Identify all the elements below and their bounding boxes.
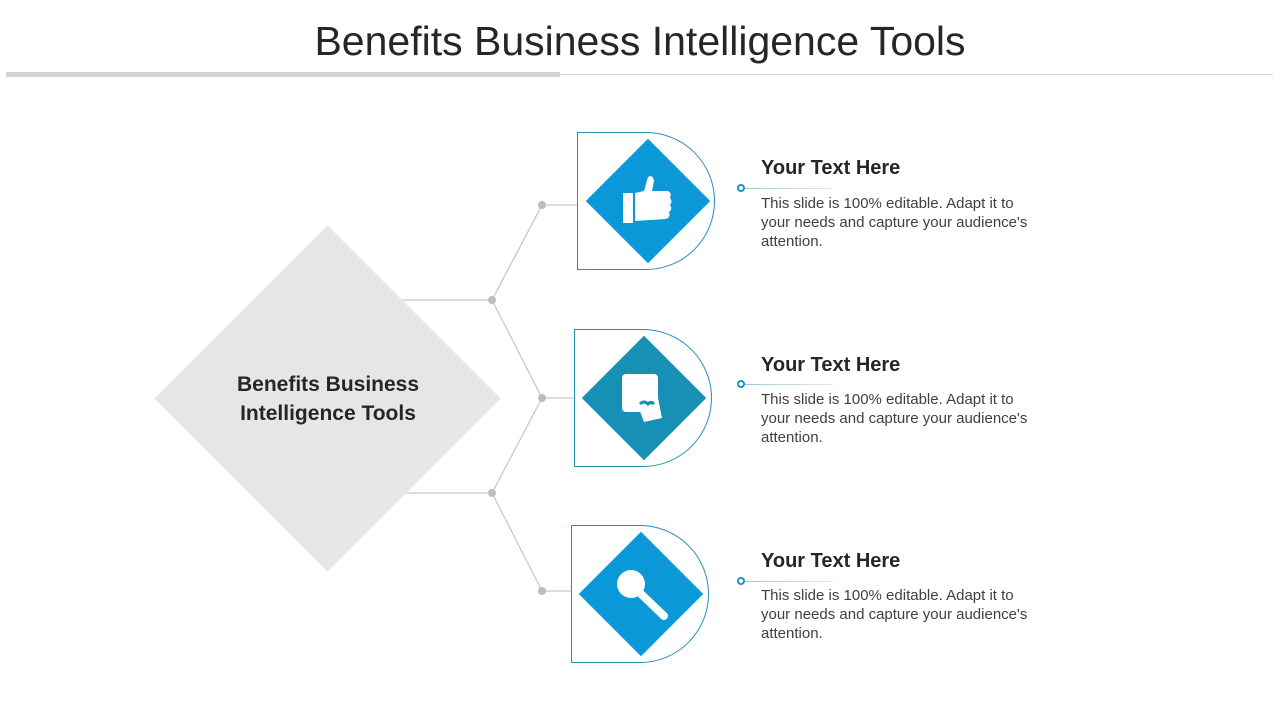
puzzle-icon (622, 374, 662, 422)
slide-title: Benefits Business Intelligence Tools (314, 18, 966, 64)
bullet-line (745, 384, 833, 385)
item-body: This slide is 100% editable. Adapt it to… (761, 391, 1028, 446)
item-body: This slide is 100% editable. Adapt it to… (761, 587, 1028, 642)
title-underline-thin (560, 74, 1273, 75)
item-heading: Your Text Here (761, 354, 901, 376)
title-underline-thick (6, 72, 560, 77)
item-heading: Your Text Here (761, 550, 901, 572)
bullet-dot (737, 577, 745, 585)
bullet-line (745, 581, 833, 582)
bullet-dot (737, 380, 745, 388)
magnifier-icon (617, 570, 668, 620)
item-heading: Your Text Here (761, 157, 901, 179)
bullet-dot (737, 184, 745, 192)
central-label: Benefits Business Intelligence Tools (236, 373, 420, 425)
item-body: This slide is 100% editable. Adapt it to… (761, 195, 1028, 250)
thumbs-up-icon (623, 176, 672, 223)
bullet-line (745, 188, 833, 189)
